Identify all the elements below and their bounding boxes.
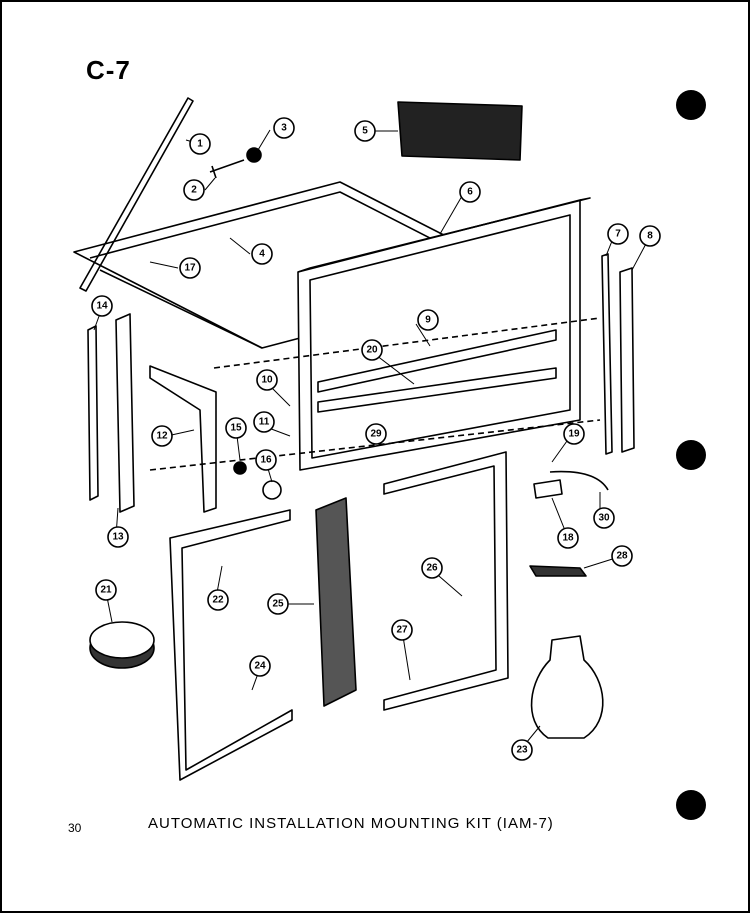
callout-14: 14: [91, 295, 113, 317]
svg-text:2: 2: [191, 185, 197, 196]
svg-text:6: 6: [467, 187, 473, 198]
svg-text:21: 21: [100, 585, 112, 596]
part-foam-strip: [397, 101, 523, 161]
svg-text:13: 13: [112, 532, 124, 543]
svg-text:1: 1: [197, 139, 203, 150]
callout-19: 19: [563, 423, 585, 445]
part-bag: [530, 635, 604, 739]
svg-text:4: 4: [259, 249, 265, 260]
part-side-strip-7: [601, 253, 613, 455]
callout-5: 5: [354, 120, 376, 142]
callout-23: 23: [511, 739, 533, 761]
callout-12: 12: [151, 425, 173, 447]
part-hinge-bracket: [533, 479, 563, 499]
svg-text:26: 26: [426, 563, 438, 574]
svg-text:8: 8: [647, 231, 653, 242]
svg-text:20: 20: [366, 345, 378, 356]
part-cap: [246, 147, 262, 163]
callout-20: 20: [361, 339, 383, 361]
svg-text:7: 7: [615, 229, 621, 240]
svg-text:16: 16: [260, 455, 272, 466]
callout-22: 22: [207, 589, 229, 611]
binder-hole-bottom: [676, 790, 706, 820]
svg-text:30: 30: [598, 513, 610, 524]
svg-text:14: 14: [96, 301, 108, 312]
sheet-code: C-7: [86, 55, 131, 85]
svg-text:15: 15: [230, 423, 242, 434]
callout-4: 4: [251, 243, 273, 265]
page-number: 30: [68, 821, 82, 835]
svg-text:27: 27: [396, 625, 408, 636]
callout-11: 11: [253, 411, 275, 433]
svg-text:19: 19: [568, 429, 580, 440]
callout-9: 9: [417, 309, 439, 331]
svg-text:28: 28: [616, 551, 628, 562]
svg-text:3: 3: [281, 123, 287, 134]
callout-29: 29: [365, 423, 387, 445]
part-accordion-panel: [315, 497, 357, 707]
part-screw: [209, 159, 245, 179]
callout-2: 2: [183, 179, 205, 201]
svg-text:23: 23: [516, 745, 528, 756]
callout-30: 30: [593, 507, 615, 529]
svg-text:17: 17: [184, 263, 196, 274]
svg-text:11: 11: [259, 417, 270, 428]
svg-text:29: 29: [370, 429, 382, 440]
part-knob-16: [262, 480, 282, 500]
part-side-strip-8: [619, 267, 635, 453]
callout-1: 1: [189, 133, 211, 155]
diagram-caption: AUTOMATIC INSTALLATION MOUNTING KIT (IAM…: [148, 815, 554, 832]
part-lower-left-frame: [169, 509, 293, 781]
part-wire-clip: [529, 565, 587, 577]
svg-text:12: 12: [156, 431, 168, 442]
part-knob-15: [233, 461, 247, 475]
part-main-frame: [297, 199, 581, 471]
callout-6: 6: [459, 181, 481, 203]
callout-18: 18: [557, 527, 579, 549]
binder-hole-top: [676, 90, 706, 120]
callout-21: 21: [95, 579, 117, 601]
part-rod: [79, 97, 194, 292]
part-cross-rail: [317, 329, 557, 393]
part-left-channel-14: [87, 325, 99, 501]
callout-10: 10: [256, 369, 278, 391]
callout-28: 28: [611, 545, 633, 567]
callout-7: 7: [607, 223, 629, 245]
part-l-bracket: [149, 365, 217, 513]
svg-text:24: 24: [254, 661, 266, 672]
callout-labels: 1 2 3 4 5 6 7 8 9 10 11 12 13 14 15 16 1…: [91, 117, 661, 761]
callout-8: 8: [639, 225, 661, 247]
svg-text:10: 10: [261, 375, 273, 386]
callout-16: 16: [255, 449, 277, 471]
callout-24: 24: [249, 655, 271, 677]
part-left-channel-13: [115, 313, 135, 513]
svg-text:18: 18: [562, 533, 574, 544]
callout-13: 13: [107, 526, 129, 548]
callout-25: 25: [267, 593, 289, 615]
callout-27: 27: [391, 619, 413, 641]
svg-text:25: 25: [272, 599, 284, 610]
callout-3: 3: [273, 117, 295, 139]
part-lower-right-frame: [383, 451, 509, 711]
part-cord: [549, 470, 609, 491]
svg-text:22: 22: [212, 595, 224, 606]
binder-hole-middle: [676, 440, 706, 470]
callout-15: 15: [225, 417, 247, 439]
svg-text:5: 5: [362, 126, 368, 137]
callout-26: 26: [421, 557, 443, 579]
callout-17: 17: [179, 257, 201, 279]
svg-text:9: 9: [425, 315, 431, 326]
